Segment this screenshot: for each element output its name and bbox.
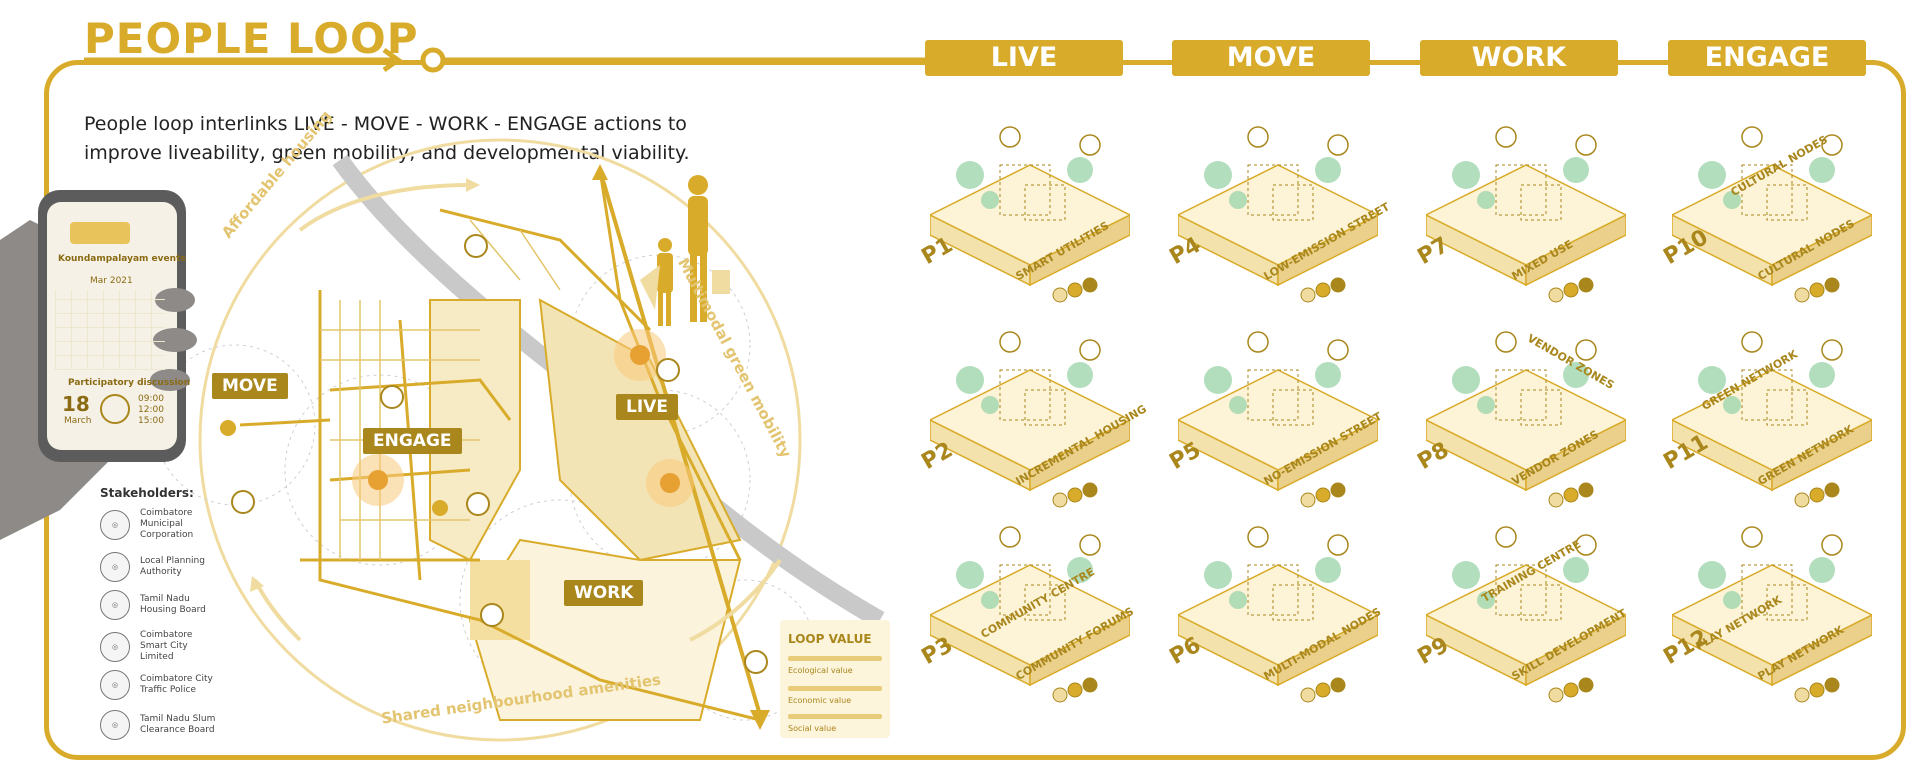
project-tile-p6 bbox=[1178, 526, 1378, 703]
economic-bar bbox=[788, 686, 882, 691]
clock-icon bbox=[100, 394, 130, 424]
traffic-police-icon: ◎ bbox=[100, 670, 130, 700]
map-label-engage: ENGAGE bbox=[363, 428, 462, 454]
phone-time-1: 09:00 bbox=[138, 394, 164, 404]
title-connector bbox=[84, 47, 925, 73]
project-tile-p11 bbox=[1672, 331, 1872, 508]
stakeholder-4: ◎ Coimbatore Smart City Limited bbox=[100, 630, 220, 663]
stakeholder-1: ◎ Coimbatore Municipal Corporation bbox=[100, 508, 220, 541]
stakeholders-heading: Stakeholders: bbox=[100, 486, 194, 500]
phone-time-2: 12:00 bbox=[138, 405, 164, 415]
municipal-seal-icon: ◎ bbox=[100, 509, 130, 540]
phone-time-3: 15:00 bbox=[138, 416, 164, 426]
housing-board-icon: ◎ bbox=[100, 590, 130, 620]
project-tile-p3 bbox=[930, 526, 1130, 703]
map-label-move: MOVE bbox=[212, 373, 288, 399]
category-work: WORK bbox=[1420, 40, 1618, 76]
stakeholder-6: ◎ Tamil Nadu Slum Clearance Board bbox=[100, 710, 220, 740]
phone-month: Mar 2021 bbox=[90, 276, 133, 286]
loop-value-box: LOOP VALUE Ecological value Economic val… bbox=[780, 620, 890, 738]
category-move: MOVE bbox=[1172, 40, 1370, 76]
project-tile-p4 bbox=[1178, 126, 1378, 303]
ecological-bar bbox=[788, 656, 882, 661]
loop-value-economic: Economic value bbox=[788, 696, 852, 705]
phone-events-title: Koundampalayam events bbox=[58, 254, 186, 264]
project-tile-p12 bbox=[1672, 526, 1872, 703]
project-tile-p2 bbox=[930, 331, 1130, 508]
smart-city-icon: ◎ bbox=[100, 631, 130, 662]
phone-discussion: Participatory discussion bbox=[68, 378, 191, 388]
stakeholder-2: ◎ Local Planning Authority bbox=[100, 552, 220, 582]
phone-day: 18 bbox=[62, 392, 90, 416]
stakeholder-5: ◎ Coimbatore City Traffic Police bbox=[100, 670, 220, 700]
loop-value-social: Social value bbox=[788, 724, 837, 733]
project-tile-p1 bbox=[930, 126, 1130, 303]
project-tile-p9 bbox=[1426, 526, 1626, 703]
stakeholder-3: ◎ Tamil Nadu Housing Board bbox=[100, 590, 220, 620]
category-live: LIVE bbox=[925, 40, 1123, 76]
project-tile-p10 bbox=[1672, 126, 1872, 303]
slum-board-icon: ◎ bbox=[100, 710, 130, 740]
project-tile-p8 bbox=[1426, 331, 1626, 508]
intro-text: People loop interlinks LIVE - MOVE - WOR… bbox=[84, 113, 690, 164]
loop-value-title: LOOP VALUE bbox=[788, 632, 872, 646]
map-label-work: WORK bbox=[564, 580, 644, 606]
planning-authority-icon: ◎ bbox=[100, 552, 130, 582]
phone-day-month: March bbox=[64, 416, 92, 426]
category-engage: ENGAGE bbox=[1668, 40, 1866, 76]
project-tile-p7 bbox=[1426, 126, 1626, 303]
page-title: PEOPLE LOOP bbox=[84, 14, 419, 63]
phone-calendar bbox=[55, 290, 165, 370]
project-tile-p5 bbox=[1178, 331, 1378, 508]
map-label-live: LIVE bbox=[616, 394, 678, 420]
social-bar bbox=[788, 714, 882, 719]
loop-value-ecological: Ecological value bbox=[788, 666, 853, 675]
